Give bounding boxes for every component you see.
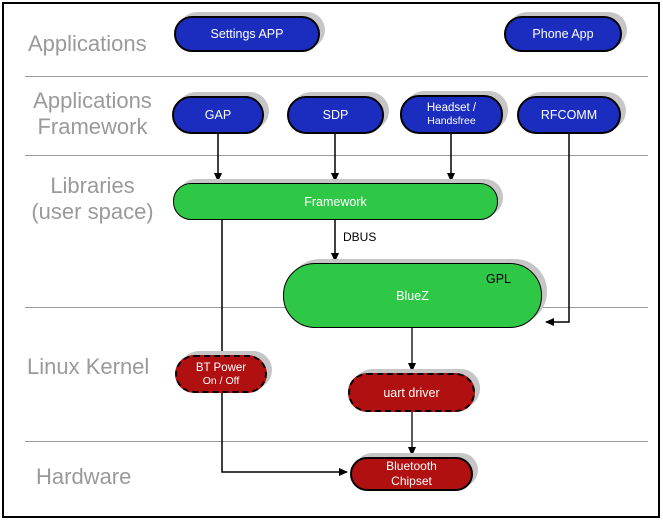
node-label: Framework [304,194,367,209]
node-bluez: BlueZ GPL [283,263,542,328]
node-settings-app: Settings APP [174,16,320,52]
layer-label-linux-kernel: Linux Kernel [27,354,149,380]
node-label-line1: Bluetooth [386,459,437,473]
node-headset-handsfree: Headset / Handsfree [400,95,503,134]
layer-label-text: Framework [37,114,148,139]
gpl-license-tag: GPL [485,272,511,286]
layer-label-libraries: Libraries (user space) [15,173,170,225]
node-framework: Framework [173,183,498,220]
node-sdp: SDP [287,96,384,134]
layer-label-applications-framework: Applications Framework [25,88,160,140]
node-rfcomm: RFCOMM [517,96,621,134]
layer-label-text: Linux Kernel [27,354,150,379]
node-label-line2: Chipset [391,474,432,488]
node-bt-power-on-off: BT Power On / Off [175,355,267,393]
node-label: Phone App [532,27,594,41]
node-label-line2: On / Off [202,374,240,387]
layer-label-text: Hardware [36,464,132,489]
divider-kernel [25,441,648,442]
layer-label-text: (user space) [31,199,154,224]
node-gap: GAP [172,96,264,134]
node-label: RFCOMM [540,108,598,122]
node-label: BlueZ [396,288,429,303]
node-label: uart driver [383,385,440,400]
dbus-edge-label: DBUS [343,230,377,244]
node-label: Settings APP [210,27,284,41]
divider-applications [25,76,648,77]
diagram-border [2,2,660,518]
layer-label-text: Libraries [50,173,135,198]
node-label-line1: BT Power [195,361,247,374]
node-phone-app: Phone App [504,16,622,52]
layer-label-text: Applications [33,88,152,113]
node-uart-driver: uart driver [348,373,475,412]
node-label: GAP [204,108,232,122]
node-label: SDP [322,108,349,122]
layer-label-hardware: Hardware [36,464,131,490]
node-bluetooth-chipset: Bluetooth Chipset [350,457,473,491]
divider-framework [25,155,648,156]
layer-label-applications: Applications [28,31,147,57]
node-label-line2: Handsfree [427,115,476,127]
layer-label-text: Applications [28,31,147,56]
node-label-line1: Headset / [426,102,477,114]
